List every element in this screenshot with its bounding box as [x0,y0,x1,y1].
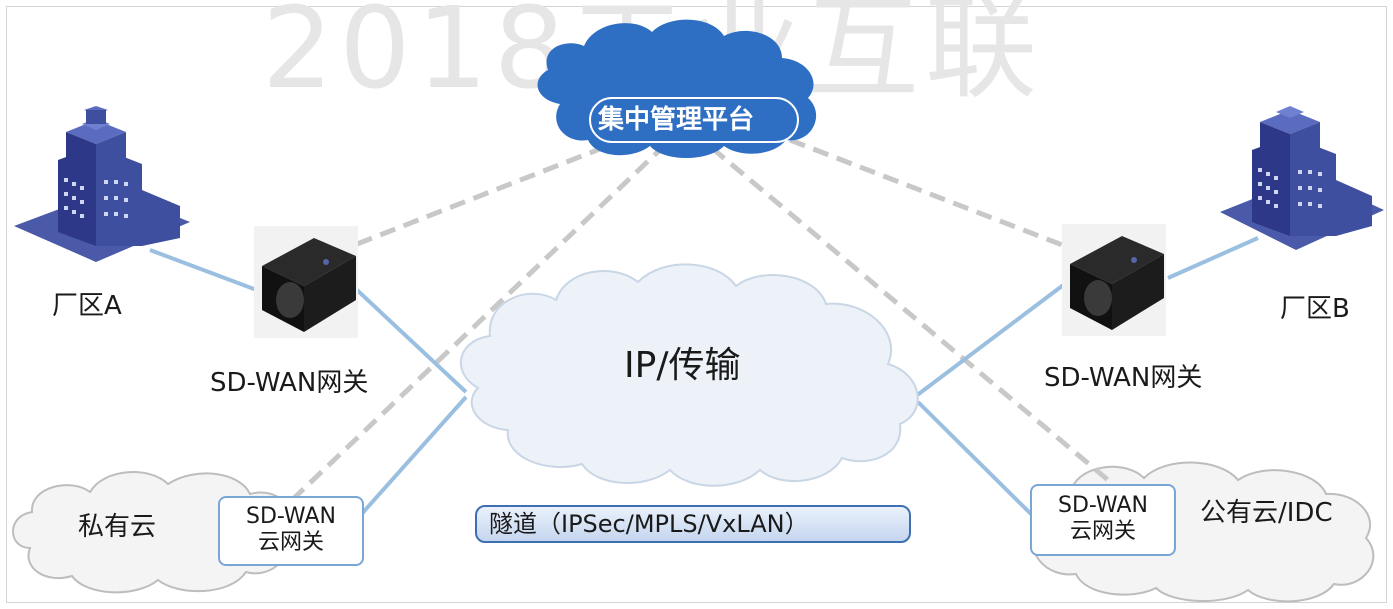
link-public-cloud-transport [916,400,1034,517]
site-b-label: 厂区B [1280,294,1350,324]
public-cloud-gateway-line1: SD-WAN [1057,493,1148,518]
public-cloud-gateway-box: SD-WAN 云网关 [1030,484,1176,556]
link-site-a-transport [355,288,468,394]
building-b-icon [1220,106,1384,250]
control-link-private-cloud [290,143,667,502]
transport-cloud-label: IP/传输 [624,345,741,386]
tunnel-label: 隧道（IPSec/MPLS/VxLAN） [475,505,911,543]
private-cloud-gateway-line2: 云网关 [257,530,324,555]
private-cloud-gateway-box: SD-WAN 云网关 [218,496,364,566]
management-label-pill [589,97,799,143]
public-cloud-label: 公有云/IDC [1200,498,1333,528]
site-a-gateway-label: SD-WAN网关 [210,368,369,398]
link-site-a-building [149,248,263,294]
private-cloud-gateway-line1: SD-WAN [245,504,336,529]
control-link-site-a [356,142,611,247]
private-cloud-label: 私有云 [78,512,157,542]
control-link-site-b [789,137,1066,249]
management-platform-label: 集中管理平台 [598,105,755,135]
diagram-frame [6,6,1387,603]
transport-cloud-shape [459,263,919,487]
public-cloud-gateway-line2: 云网关 [1069,519,1136,544]
building-a-icon [14,106,190,262]
link-site-b-transport [914,281,1068,398]
control-link-public-cloud [710,146,1110,482]
site-b-gateway-label: SD-WAN网关 [1044,363,1203,393]
site-a-label: 厂区A [52,291,122,321]
sdwan-gateway-a-icon [254,226,358,338]
link-site-b-building [1167,236,1259,280]
sdwan-gateway-b-icon [1062,224,1166,336]
link-private-cloud-transport [356,395,468,520]
